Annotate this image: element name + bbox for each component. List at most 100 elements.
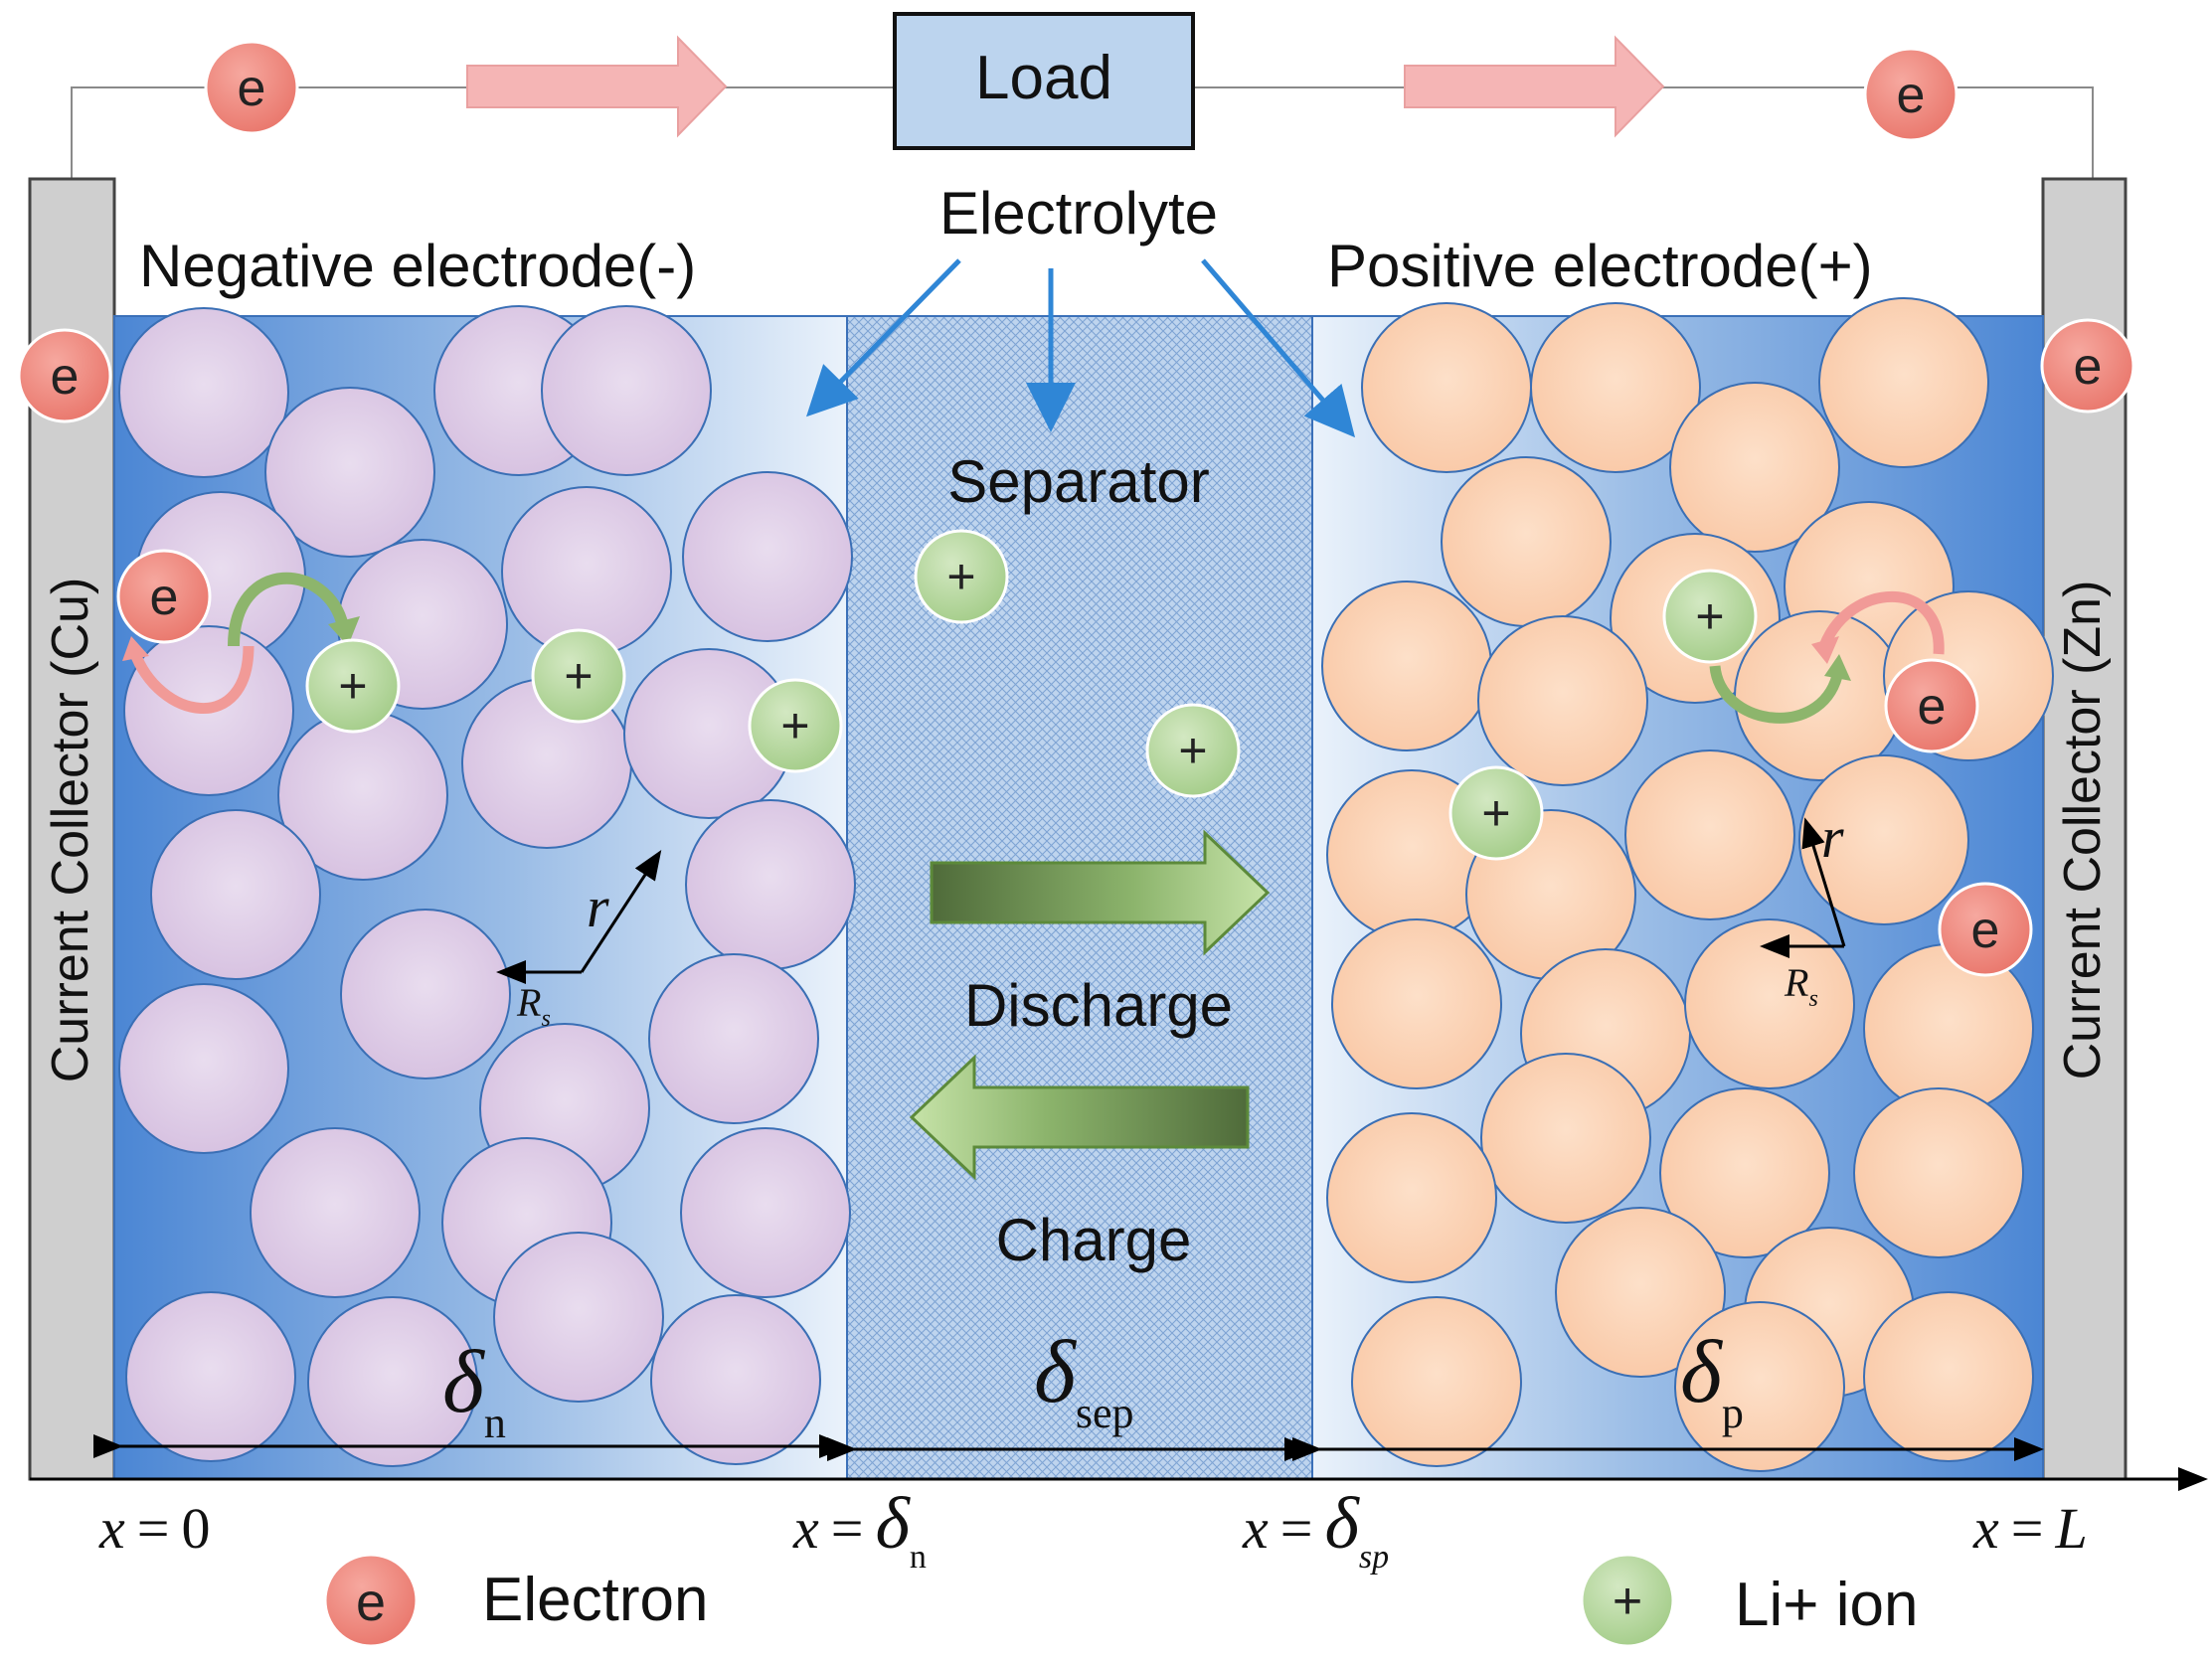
electrolyte-arrow-left [806,258,961,417]
electron-symbol: e [1918,678,1947,736]
delta-n-label: δn [442,1333,506,1447]
negative-particle [541,305,712,476]
positive-particle [1480,1053,1651,1224]
delta-p-label: δp [1680,1323,1744,1437]
electron-icon [1938,882,2033,977]
li-ion-icon [1448,765,1544,861]
negative-particle [307,1296,478,1467]
legend-ion: + Li+ ion [1580,1553,1918,1648]
electron-icon [116,549,212,644]
electrolyte-arrows [806,258,1356,438]
positive-particle [1477,615,1648,786]
positive-particle [1798,754,1969,925]
electron-icon [17,328,112,423]
li-ion-symbol: + [780,698,809,753]
electron-icon [2040,318,2135,414]
width-dimensions: δn δsep δp [93,1323,2044,1461]
negative-particle [118,983,289,1154]
external-circuit: Load [71,12,2094,179]
electron-icon [204,40,299,135]
negative-particle [340,909,511,1080]
discharge-label: Discharge [964,972,1233,1039]
negative-particle [493,1232,664,1403]
li-ion-symbol: + [564,648,593,704]
positive-electrode-label: Positive electrode(+) [1327,233,1873,299]
li-ion-symbol: + [338,658,367,714]
legend-electron-icon [323,1553,419,1648]
radius-indicator-positive: r Rs [1760,805,1846,1012]
li-ion-symbol: + [1481,785,1510,841]
li-ion-icon [914,529,1009,624]
negative-particle [648,953,819,1124]
axis-positions: x=0 x=δn x=δsp x=L [98,1483,2088,1576]
electron-flow-arrow-right [1404,35,1665,138]
li-ion-icon [1662,569,1758,664]
electron-symbol: e [51,348,80,406]
li-ion-symbol: + [946,549,975,604]
electron-transfer-arrows [122,572,1945,724]
electron-icon [1884,658,1979,753]
positive-particle [1321,581,1492,751]
electron-symbol: e [238,60,266,117]
green-hop-arrow-right [1709,665,1843,724]
positive-particle [1863,1291,2034,1462]
x-eq-delta-sp: x=δsp [1242,1483,1389,1576]
electron-flow-arrow-left [466,35,728,138]
legend: e Electron + Li+ ion [323,1553,1918,1648]
negative-particle [150,809,321,980]
legend-ion-symbol: + [1613,1573,1642,1630]
negative-particles [118,305,856,1467]
li-ion-icon [305,638,401,734]
legend-ion-label: Li+ ion [1735,1571,1918,1639]
red-hop-arrow-left [128,645,255,714]
radius-label-negative: r [587,875,609,939]
li-ion-icon [748,678,843,773]
red-hop-arrow-right [1818,590,1945,655]
legend-electron: e Electron [323,1553,708,1648]
electrolyte-label: Electrolyte [939,180,1218,247]
negative-particle [125,1291,296,1462]
li-ion-symbol: + [1695,588,1724,644]
negative-particle [264,387,435,558]
radius-indicator-negative: r Rs [496,849,662,1032]
discharge-arrow [930,829,1271,956]
negative-electrode-label: Negative electrode(-) [139,233,696,299]
x-eq-l: x=L [1972,1496,2088,1561]
load-label: Load [975,44,1112,112]
positive-particle [1669,382,1840,553]
electron-symbol: e [1897,67,1926,124]
positive-particle [1530,302,1701,473]
negative-particle [118,307,289,478]
legend-ion-icon [1580,1553,1675,1648]
x-eq-delta-n: x=δn [792,1483,927,1576]
rs-label-negative: Rs [516,980,551,1032]
positive-particle [1351,1296,1522,1467]
electron-icon [1863,47,1958,142]
charge-arrow [909,1054,1250,1181]
legend-electron-symbol: e [356,1573,386,1632]
green-hop-arrow-left [228,572,349,647]
li-ion-icon [1145,703,1241,798]
positive-particle [1684,918,1855,1089]
negative-particle [680,1127,851,1298]
electron-symbol: e [1971,902,2000,959]
positive-particle [1555,1207,1726,1378]
positive-particle [1818,297,1989,468]
electron-symbol: e [150,569,179,626]
left-collector-label: Current Collector (Cu) [42,578,99,1083]
positive-particle [1361,302,1532,473]
li-ion-icon [531,628,626,724]
charge-label: Charge [996,1207,1192,1273]
negative-particle [685,799,856,970]
positive-particle [1674,1301,1845,1472]
positive-particle [1441,456,1612,627]
right-collector-label: Current Collector (Zn) [2054,581,2112,1080]
legend-electron-label: Electron [482,1566,708,1634]
x-eq-0: x=0 [98,1496,210,1561]
delta-sep-label: δsep [1034,1323,1134,1437]
separator-label: Separator [947,448,1210,515]
positive-particle [1659,1087,1830,1258]
rs-label-positive: Rs [1784,960,1818,1012]
